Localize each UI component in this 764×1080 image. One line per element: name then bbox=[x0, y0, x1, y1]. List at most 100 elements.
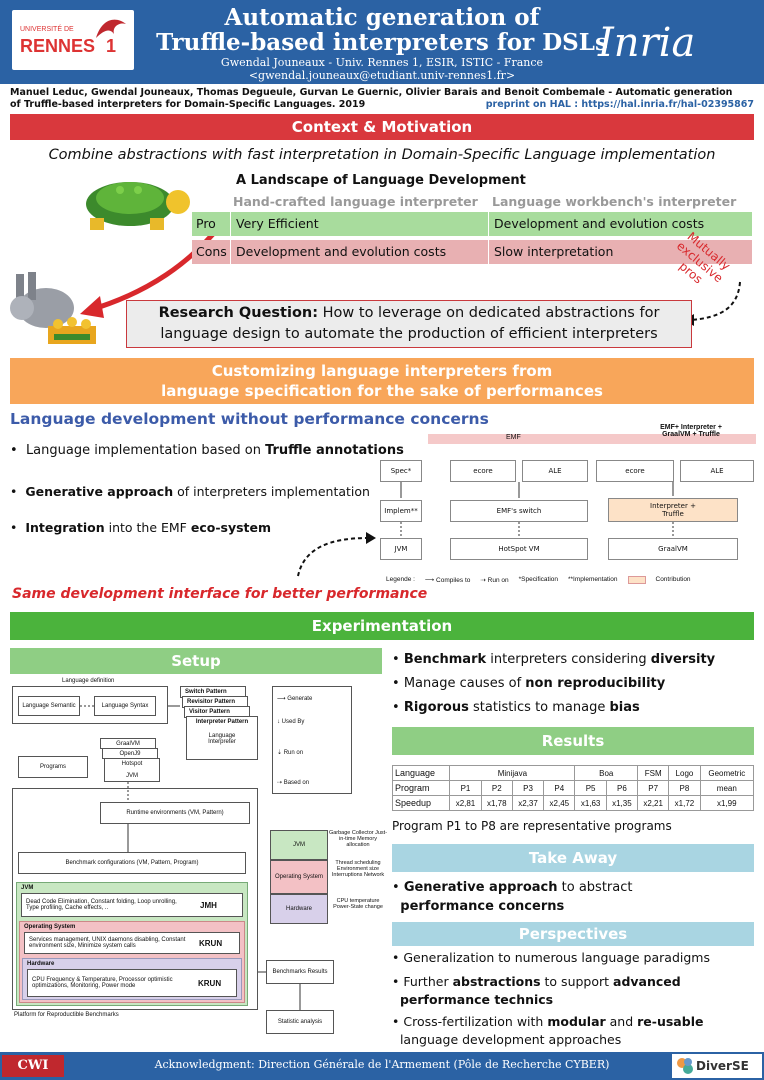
persp-1-text: Generalization to numerous language para… bbox=[403, 950, 710, 965]
pro-row: Pro Very Efficient Development and evolu… bbox=[192, 212, 752, 236]
lang-interp-line2: Interpreter bbox=[208, 739, 236, 745]
persp-2-pre: Further bbox=[403, 974, 453, 989]
results-program-cell: P1 bbox=[449, 780, 482, 796]
universite-rennes-logo: UNIVERSITÉ DE RENNES 1 bbox=[12, 10, 134, 70]
cons-workbench: Slow interpretation bbox=[494, 244, 614, 259]
hw-layer: Hardware CPU Frequency & Temperature, Pr… bbox=[22, 958, 242, 1000]
os-desc-box: Services management, UNIX daemons disabl… bbox=[24, 932, 240, 954]
jvm-desc: Dead Code Elimination, Constant folding,… bbox=[26, 899, 177, 911]
results-speedup-cell: x1,63 bbox=[574, 795, 607, 811]
spec-box: Spec* bbox=[380, 460, 422, 482]
context-subtitle: Combine abstractions with fast interpret… bbox=[48, 147, 716, 163]
results-program-cell: mean bbox=[699, 780, 755, 796]
hw-layer-label: Hardware bbox=[27, 961, 55, 967]
results-speedup-cell: x1,99 bbox=[699, 795, 755, 811]
results-program-cell: Program bbox=[391, 780, 451, 796]
takeaway-bar: Take Away bbox=[392, 844, 754, 872]
krun-label-1: KRUN bbox=[199, 938, 223, 948]
os-desc: Services management, UNIX daemons disabl… bbox=[29, 937, 186, 949]
exp-b1-bold2: diversity bbox=[650, 652, 716, 667]
landscape-table: Hand-crafted language interpreter Langua… bbox=[192, 194, 752, 266]
ale-box-2: ALE bbox=[680, 460, 754, 482]
results-program-cell: P7 bbox=[637, 780, 670, 796]
results-speedup-cell: x1,78 bbox=[480, 795, 513, 811]
results-note: Program P1 to P8 are representative prog… bbox=[392, 819, 672, 833]
diverse-logo: DiverSE bbox=[672, 1054, 762, 1078]
results-speedup-cell: x2,37 bbox=[511, 795, 545, 811]
exp-b1-text: interpreters considering bbox=[486, 652, 651, 667]
jvm-desc-box: Dead Code Elimination, Constant folding,… bbox=[21, 893, 243, 917]
citation-line1: Manuel Leduc, Gwendal Jouneaux, Thomas D… bbox=[10, 87, 733, 98]
persp-bullet-2: • Further abstractions to support advanc… bbox=[392, 974, 681, 1007]
footer-bar: CWI Acknowledgment: Direction Générale d… bbox=[0, 1052, 764, 1080]
results-program-cell: P2 bbox=[480, 780, 513, 796]
persp-3-line2: language development approaches bbox=[399, 1032, 622, 1047]
poster-title-line2: Truffle-based interpreters for DSLs bbox=[156, 29, 608, 56]
persp-3-mid: and bbox=[605, 1014, 638, 1029]
rq-text2: language design to automate the producti… bbox=[160, 326, 658, 342]
red-arrow-icon bbox=[80, 224, 222, 318]
language-dev-heading: Language development without performance… bbox=[10, 410, 489, 428]
bullet-generative-bold: Generative approach bbox=[25, 484, 174, 499]
lang-def-label: Language definition bbox=[62, 678, 115, 684]
emf-band bbox=[428, 434, 756, 444]
results-speedup-cell: x2,45 bbox=[543, 795, 576, 811]
platform-label: Platform for Reproductible Benchmarks bbox=[14, 1012, 119, 1018]
krun-label-2: KRUN bbox=[198, 978, 222, 988]
bullet-generative-text: of interpreters implementation bbox=[173, 484, 370, 499]
emf-plus-label: EMF+ Interpreter +GraalVM + Truffle bbox=[636, 424, 746, 438]
persp-3-pre: Cross-fertilization with bbox=[403, 1014, 548, 1029]
legend-hw-box: Hardware bbox=[270, 894, 328, 924]
emf-label: EMF bbox=[506, 434, 521, 441]
persp-2-bold2: advanced bbox=[613, 974, 681, 989]
persp-bullet-1: • Generalization to numerous language pa… bbox=[392, 950, 710, 965]
legend-contribution: Contribution bbox=[655, 576, 691, 583]
logo-rennes-small-text: UNIVERSITÉ DE bbox=[20, 26, 74, 33]
legend-contribution-swatch bbox=[627, 576, 646, 584]
cons-handcrafted: Development and evolution costs bbox=[236, 244, 447, 259]
diverse-text: DiverSE bbox=[696, 1059, 749, 1073]
results-speedup-cell: x1,72 bbox=[668, 795, 701, 811]
emf-diagram-legend: Legende : ⟶ Compiles to ⇢ Run on *Specif… bbox=[386, 576, 691, 584]
rennes-ermine-icon bbox=[96, 19, 126, 38]
rq-text1: How to leverage on dedicated abstraction… bbox=[322, 305, 660, 321]
col-header-workbench: Language workbench's interpreter bbox=[492, 194, 737, 209]
cons-row: Cons Development and evolution costs Slo… bbox=[192, 240, 752, 264]
takeaway-bold: Generative approach bbox=[403, 880, 558, 895]
results-lang-cell: Logo bbox=[668, 765, 701, 781]
legend-jvm-desc: Garbage Collector Just-in-time Memory al… bbox=[328, 830, 388, 848]
bullet-truffle-text: Language implementation based on bbox=[25, 443, 266, 458]
results-program-cell: P5 bbox=[574, 780, 607, 796]
setup-arrows bbox=[80, 705, 301, 1010]
results-program-cell: P4 bbox=[543, 780, 576, 796]
persp-bullet-3: • Cross-fertilization with modular and r… bbox=[392, 1014, 704, 1047]
jvm-layer-label: JVM bbox=[21, 885, 34, 891]
setup-bar: Setup bbox=[10, 648, 382, 674]
programs-box: Programs bbox=[18, 756, 88, 778]
emf-diagram-arrows bbox=[400, 482, 674, 536]
preprint-link[interactable]: preprint on HAL : https://hal.inria.fr/h… bbox=[485, 99, 754, 110]
logo-rennes-big-text: RENNES bbox=[20, 36, 96, 56]
persp-2-line2: performance technics bbox=[399, 992, 554, 1007]
exp-b2-bold: non reproducibility bbox=[525, 676, 666, 691]
interp-pattern-label: Interpreter Pattern bbox=[195, 719, 249, 725]
persp-2-bold: abstractions bbox=[452, 974, 541, 989]
bench-config-box: Benchmark configurations (VM, Pattern, P… bbox=[18, 852, 246, 874]
jvm-small-label: JVM bbox=[126, 773, 138, 779]
jvm-layer: JVM Dead Code Elimination, Constant fold… bbox=[16, 882, 248, 1006]
lego-rabbit-image bbox=[10, 272, 96, 344]
pro-handcrafted: Very Efficient bbox=[236, 216, 319, 231]
customizing-line1: Customizing language interpreters from bbox=[211, 362, 553, 380]
takeaway-text: to abstract bbox=[557, 880, 633, 895]
rq-label: Research Question: bbox=[158, 305, 319, 321]
setup-diagram: Language definition Language Semantic La… bbox=[8, 676, 388, 1052]
legend-specification: *Specification bbox=[518, 576, 558, 583]
hotspot-label: Hotspot bbox=[121, 761, 143, 767]
cons-label: Cons bbox=[196, 244, 227, 259]
logo-rennes-num: 1 bbox=[106, 36, 117, 56]
bullet-truffle: • Language implementation based on Truff… bbox=[10, 443, 404, 458]
citation-line2: of Truffle-based interpreters for Domain… bbox=[10, 99, 366, 110]
